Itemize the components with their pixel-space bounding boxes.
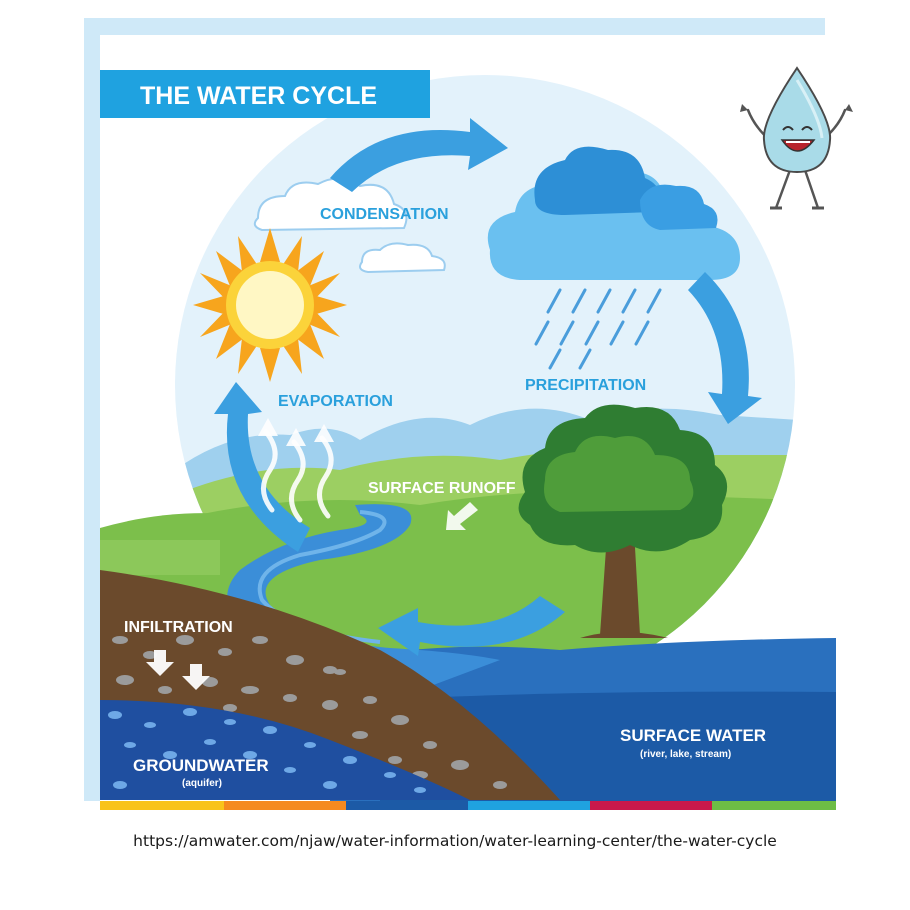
cycle-arrow-icon	[214, 382, 310, 552]
cloud-icon	[253, 177, 446, 274]
condensation-label: CONDENSATION	[320, 206, 449, 223]
pebbles	[112, 635, 507, 789]
aquifer-pebbles	[108, 708, 426, 793]
groundwater	[100, 700, 470, 800]
title-banner	[100, 70, 430, 118]
evaporation-label: EVAPORATION	[278, 393, 393, 410]
groundwater-sublabel: (aquifer)	[182, 778, 222, 789]
cycle-arrow-icon	[688, 272, 762, 424]
precipitation-label: PRECIPITATION	[525, 377, 646, 394]
tree-icon	[518, 404, 728, 638]
surface-water-label: SURFACE WATER	[620, 726, 766, 745]
down-arrow-icon	[446, 502, 478, 530]
rain-cloud-icon	[487, 146, 740, 370]
surface-runoff-label: SURFACE RUNOFF	[368, 480, 516, 497]
down-arrow-icon	[146, 650, 210, 690]
surface-water-sublabel: (river, lake, stream)	[640, 749, 731, 760]
sun-icon	[193, 228, 347, 382]
infiltration-label: INFILTRATION	[124, 619, 233, 636]
bottom-color-bar	[100, 801, 836, 810]
cycle-arrow-icon	[330, 118, 508, 192]
groundwater-label: GROUNDWATER	[133, 756, 269, 775]
page-title: THE WATER CYCLE	[140, 82, 377, 110]
frame	[84, 18, 825, 801]
vapor-arrow-icon	[261, 429, 334, 523]
cycle-arrow-icon	[378, 596, 565, 656]
water-drop-mascot-icon	[740, 66, 853, 210]
source-url[interactable]: https://amwater.com/njaw/water-informati…	[133, 832, 777, 850]
